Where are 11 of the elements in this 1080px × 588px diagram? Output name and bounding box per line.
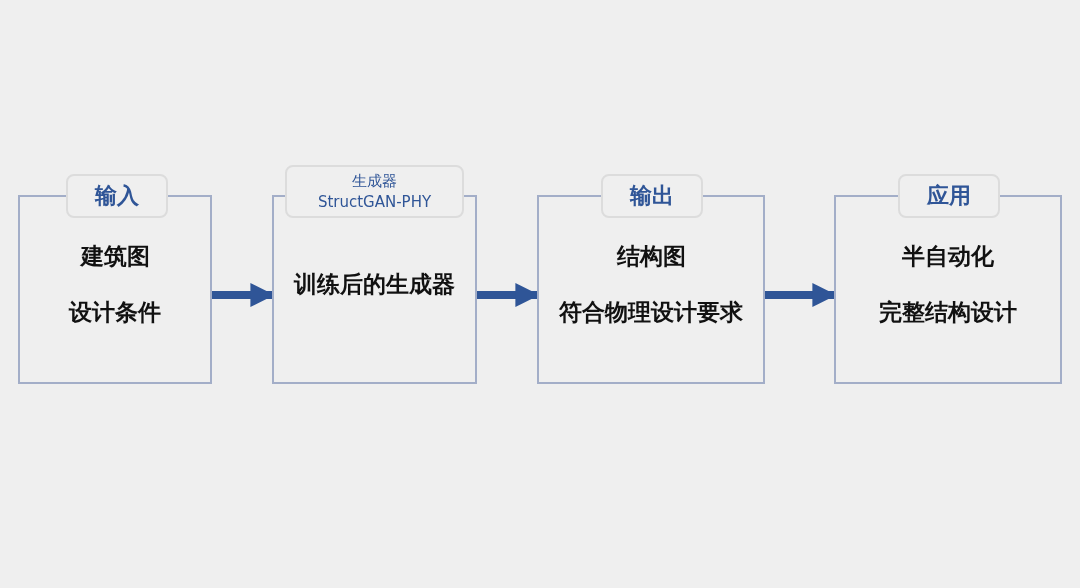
heading-tab: 输入: [66, 174, 168, 218]
body-text: 符合物理设计要求: [558, 298, 744, 327]
body-text: 建筑图: [79, 242, 151, 271]
body-text: 半自动化: [901, 242, 995, 271]
heading-tab: 输出: [601, 174, 703, 218]
body-text: 设计条件: [67, 298, 162, 327]
heading-tab: 生成器 StructGAN-PHY: [285, 165, 464, 218]
body-text: 结构图: [615, 242, 687, 271]
heading-tab: 应用: [898, 174, 1000, 218]
body-text: 完整结构设计: [878, 298, 1018, 327]
body-text: 训练后的生成器: [292, 270, 456, 299]
